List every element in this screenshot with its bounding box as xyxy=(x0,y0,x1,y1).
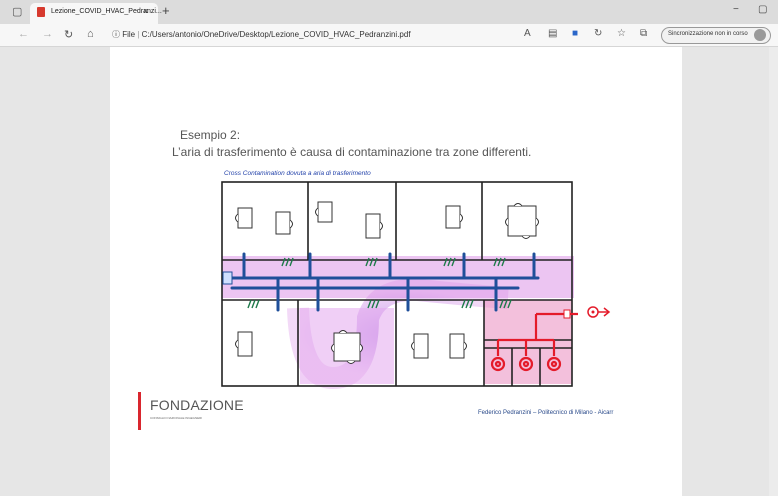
url-field[interactable]: ⓘ File | C:/Users/antonio/OneDrive/Deskt… xyxy=(112,29,411,40)
diagram-caption: Cross Contamination dovuta a aria di tra… xyxy=(224,170,371,177)
refresh-icon[interactable]: ↻ xyxy=(64,29,74,41)
url-path: C:/Users/antonio/OneDrive/Desktop/Lezion… xyxy=(141,30,411,39)
sync-button[interactable]: Sincronizzazione non in corso xyxy=(661,27,771,44)
url-separator: | xyxy=(137,30,142,39)
tab-bar: ▢ Lezione_COVID_HVAC_Pedranzi... × + − ▢ xyxy=(0,0,778,24)
extract-duct xyxy=(490,312,578,372)
floor-plan xyxy=(221,181,573,387)
avatar xyxy=(754,29,766,41)
tab-active[interactable]: Lezione_COVID_HVAC_Pedranzi... × xyxy=(30,3,162,24)
extension-icon[interactable]: ■ xyxy=(572,28,579,39)
address-bar: ← → ↻ ⌂ ⓘ File | C:/Users/antonio/OneDri… xyxy=(0,24,778,47)
slide-credit: Federico Pedranzini – Politecnico di Mil… xyxy=(478,410,614,416)
ahu-icon xyxy=(222,271,233,285)
contamination-plume xyxy=(222,256,574,390)
vent-icons xyxy=(247,257,512,309)
pdf-icon xyxy=(37,7,45,17)
logo-bar xyxy=(138,392,141,430)
sync-label: Sincronizzazione non in corso xyxy=(668,31,748,37)
url-scheme: File xyxy=(122,30,136,39)
reader-icon[interactable]: ▤ xyxy=(548,28,558,39)
refresh-page-icon[interactable]: ↻ xyxy=(594,28,603,39)
new-tab-button[interactable]: + xyxy=(162,3,170,18)
home-icon[interactable]: ⌂ xyxy=(87,28,94,40)
collections-icon[interactable]: ⧉ xyxy=(640,28,648,39)
damper-icon xyxy=(563,309,571,319)
fondazione-logo xyxy=(138,392,141,430)
supply-duct xyxy=(230,252,540,312)
furniture xyxy=(235,201,539,364)
sidebar-icon[interactable]: ▢ xyxy=(12,6,23,18)
minimize-button[interactable]: − xyxy=(733,4,739,15)
cross-contamination-diagram: Cross Contamination dovuta a aria di tra… xyxy=(221,170,578,390)
exhaust-fan-icon xyxy=(587,306,611,318)
slide-subtitle: L’aria di trasferimento è causa di conta… xyxy=(172,145,532,159)
logo-subtext: CONSIGLIO NAZIONALE INGEGNERI xyxy=(150,416,203,420)
favorites-icon[interactable]: ☆ xyxy=(617,28,626,39)
forward-icon[interactable]: → xyxy=(42,28,53,40)
read-aloud-icon[interactable]: A xyxy=(524,28,531,39)
maximize-button[interactable]: ▢ xyxy=(758,4,768,15)
info-icon: ⓘ xyxy=(112,30,123,39)
close-icon[interactable]: × xyxy=(143,6,149,16)
logo-text: FONDAZIONE xyxy=(150,397,244,413)
tab-title: Lezione_COVID_HVAC_Pedranzi... xyxy=(51,8,162,15)
slide-title: Esempio 2: xyxy=(180,128,241,142)
back-icon[interactable]: ← xyxy=(18,28,29,40)
scrollbar[interactable] xyxy=(769,47,778,496)
